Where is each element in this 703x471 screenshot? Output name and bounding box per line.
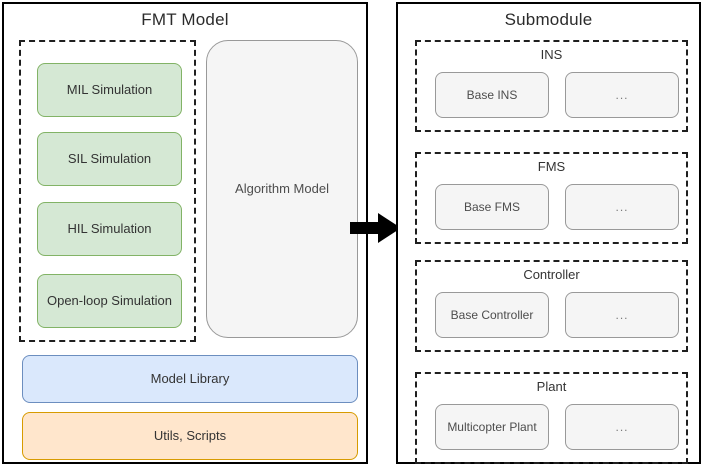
block-open-loop-simulation[interactable]: Open-loop Simulation [37,274,182,328]
block-hil-simulation[interactable]: HIL Simulation [37,202,182,256]
right-arrow-icon [350,212,402,244]
group-label-plant: Plant [536,379,567,394]
block-controller-more[interactable]: ... [565,292,679,338]
block-fms-more[interactable]: ... [565,184,679,230]
block-model-library[interactable]: Model Library [22,355,358,403]
submodule-group-plant: Plant Multicopter Plant ... [415,372,688,464]
block-base-controller[interactable]: Base Controller [435,292,549,338]
block-ins-more[interactable]: ... [565,72,679,118]
group-label-ins: INS [540,47,563,62]
submodule-group-fms: FMS Base FMS ... [415,152,688,244]
block-utils-scripts[interactable]: Utils, Scripts [22,412,358,460]
submodule-panel: Submodule INS Base INS ... FMS Base FMS … [396,2,701,464]
block-mil-simulation[interactable]: MIL Simulation [37,63,182,117]
block-algorithm-model[interactable]: Algorithm Model [206,40,358,338]
group-label-controller: Controller [523,267,580,282]
simulation-group-container [19,40,196,342]
fmt-model-title: FMT Model [141,10,229,29]
submodule-group-ins: INS Base INS ... [415,40,688,132]
block-multicopter-plant[interactable]: Multicopter Plant [435,404,549,450]
block-base-fms[interactable]: Base FMS [435,184,549,230]
block-sil-simulation[interactable]: SIL Simulation [37,132,182,186]
submodule-group-controller: Controller Base Controller ... [415,260,688,352]
submodule-title: Submodule [504,10,593,29]
block-base-ins[interactable]: Base INS [435,72,549,118]
fmt-model-panel: FMT Model MIL Simulation SIL Simulation … [2,2,368,464]
block-plant-more[interactable]: ... [565,404,679,450]
group-label-fms: FMS [537,159,566,174]
